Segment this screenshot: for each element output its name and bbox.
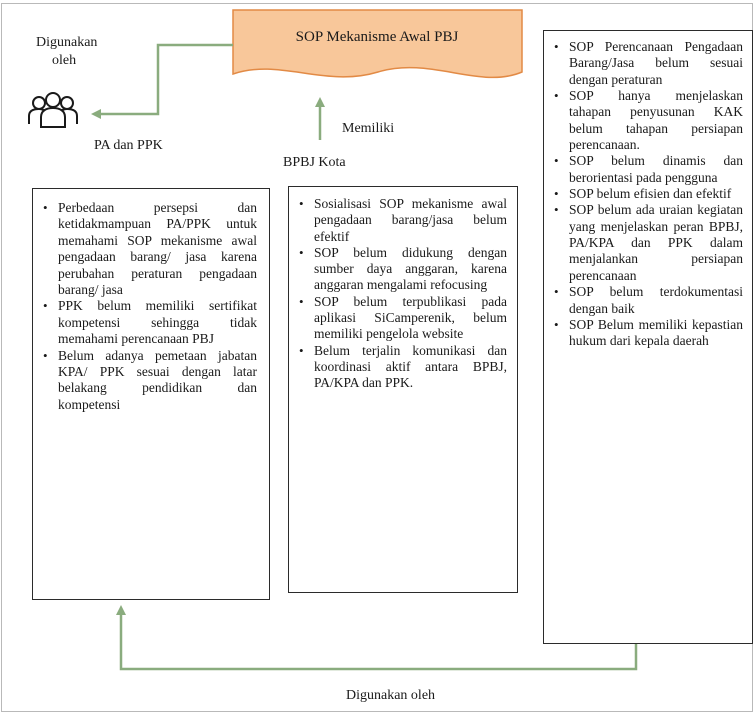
- list-item: SOP belum terpublikasi pada aplikasi SiC…: [295, 294, 507, 343]
- box-sop-issues: SOP Perencanaan Pengadaan Barang/Jasa be…: [543, 30, 753, 644]
- label-memiliki: Memiliki: [342, 121, 395, 136]
- arrow-bottom-used-by: [116, 605, 638, 671]
- banner-shape: [232, 9, 523, 79]
- banner-title: SOP Mekanisme Awal PBJ: [295, 29, 459, 45]
- list-item: Belum adanya pemetaan jabatan KPA/ PPK s…: [39, 348, 257, 414]
- label-bpbj-kota: BPBJ Kota: [283, 155, 346, 170]
- people-group-icon: [28, 92, 78, 128]
- list-item: Sosialisasi SOP mekanisme awal pengadaan…: [295, 196, 507, 245]
- list-item: SOP belum efisien dan efektif: [550, 186, 743, 203]
- issues-list-right: SOP Perencanaan Pengadaan Barang/Jasa be…: [550, 39, 743, 350]
- box-bpbj-issues: Sosialisasi SOP mekanisme awal pengadaan…: [288, 186, 518, 593]
- list-item: SOP belum didukung dengan sumber daya an…: [295, 245, 507, 294]
- label-oleh: oleh: [52, 53, 77, 68]
- list-item: Perbedaan persepsi dan ketidakmampuan PA…: [39, 200, 257, 298]
- list-item: Belum terjalin komunikasi dan koordinasi…: [295, 343, 507, 392]
- label-digunakan: Digunakan: [36, 35, 98, 50]
- list-item: SOP belum ada uraian kegiatan yang menje…: [550, 202, 743, 284]
- label-bottom-digunakan-oleh: Digunakan oleh: [346, 688, 436, 703]
- box-pa-ppk-issues: Perbedaan persepsi dan ketidakmampuan PA…: [32, 188, 270, 600]
- list-item: SOP belum dinamis dan berorientasi pada …: [550, 153, 743, 186]
- list-item: SOP Perencanaan Pengadaan Barang/Jasa be…: [550, 39, 743, 88]
- list-item: PPK belum memiliki sertifikat kompetensi…: [39, 298, 257, 347]
- issues-list-left: Perbedaan persepsi dan ketidakmampuan PA…: [39, 200, 257, 413]
- issues-list-middle: Sosialisasi SOP mekanisme awal pengadaan…: [295, 196, 507, 392]
- list-item: SOP hanya menjelaskan tahapan penyusunan…: [550, 88, 743, 153]
- arrow-used-by-pa-ppk: [91, 43, 233, 119]
- list-item: SOP Belum memiliki kepastian hukum dari …: [550, 317, 743, 350]
- list-item: SOP belum terdokumentasi dengan baik: [550, 284, 743, 317]
- label-pa-ppk: PA dan PPK: [94, 138, 163, 153]
